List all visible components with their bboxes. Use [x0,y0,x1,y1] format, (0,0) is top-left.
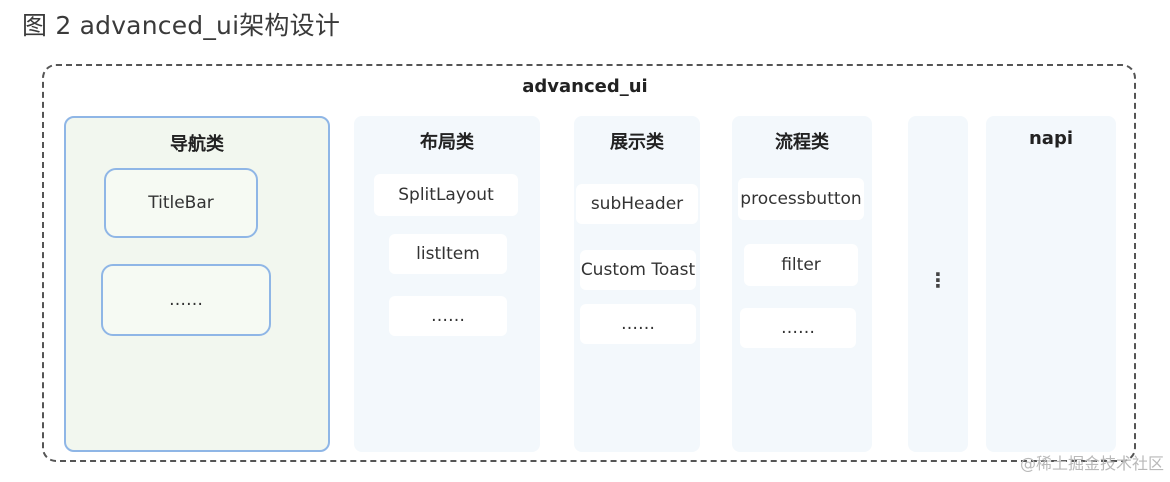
column-process: 流程类 processbutton filter …… [732,116,872,452]
column-display: 展示类 subHeader Custom Toast …… [574,116,700,452]
column-more: ⋮ [908,116,968,452]
column-title-navigation: 导航类 [170,134,224,155]
column-title-layout: 布局类 [420,132,474,153]
item-splitlayout: SplitLayout [374,174,518,216]
item-filter: filter [744,244,858,286]
item-more-process: …… [740,308,856,348]
item-more-navigation: …… [101,264,271,336]
frame-title: advanced_ui [522,76,648,97]
column-napi: napi [986,116,1116,452]
column-title-process: 流程类 [775,132,829,153]
watermark: @稀土掘金技术社区 [1019,454,1164,473]
column-layout: 布局类 SplitLayout listItem …… [354,116,540,452]
item-listitem: listItem [389,234,507,274]
item-custom-toast: Custom Toast [580,250,696,290]
item-subheader: subHeader [576,184,698,224]
item-more-display: …… [580,304,696,344]
column-title-napi: napi [1028,128,1073,149]
item-processbutton: processbutton [738,178,864,220]
item-more-layout: …… [389,296,507,336]
figure-caption: 图 2 advanced_ui架构设计 [22,11,341,40]
column-navigation: 导航类 TitleBar …… [64,116,330,452]
vertical-ellipsis: ⋮ [928,268,948,292]
item-titlebar: TitleBar [104,168,258,238]
advanced-ui-frame [42,64,1136,462]
column-title-display: 展示类 [610,132,664,153]
